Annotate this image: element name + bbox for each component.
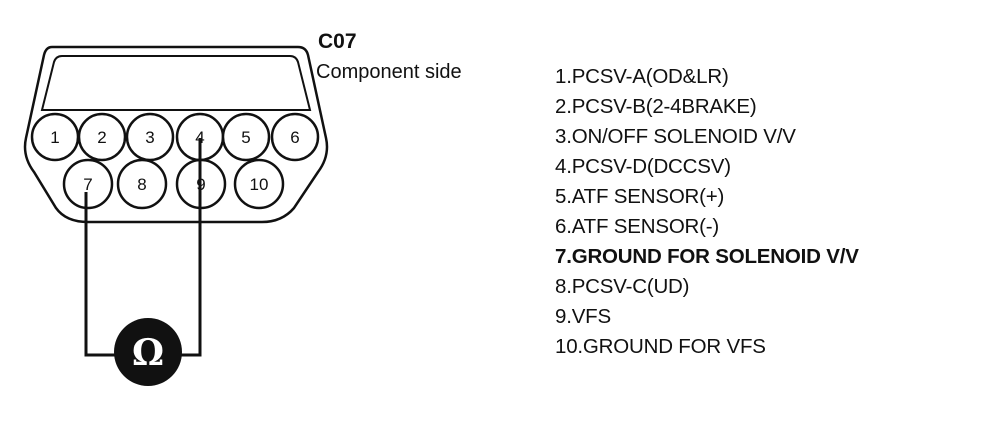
connector-side-label: Component side — [316, 61, 462, 83]
probe-lead-left — [84, 192, 116, 357]
pin-function-list: 1.PCSV-A(OD&LR) 2.PCSV-B(2-4BRAKE) 3.ON/OF… — [555, 62, 859, 362]
pin-function-item: 8.PCSV-C(UD) — [555, 275, 690, 298]
connector-pin-6 — [270, 112, 320, 162]
connector-pin-label: 10 — [250, 175, 269, 194]
pin-function-item: 4.PCSV-D(DCCSV) — [555, 155, 731, 178]
connector-housing-inner — [40, 55, 312, 111]
pin-function-item: 7.GROUND FOR SOLENOID V/V — [555, 245, 859, 268]
connector-pin-5 — [221, 112, 271, 162]
pin-function-item: 5.ATF SENSOR(+) — [555, 185, 725, 208]
connector-pin-2 — [77, 112, 127, 162]
connector-pin-label: 6 — [290, 128, 299, 147]
ohm-icon: Ω — [132, 332, 164, 374]
connector-pin-label: 1 — [50, 128, 59, 147]
pin-function-item: 2.PCSV-B(2-4BRAKE) — [555, 95, 757, 118]
ohmmeter-symbol: Ω — [114, 318, 182, 386]
connector-pin-label: 4 — [195, 128, 204, 147]
connector-pin-label: 7 — [83, 175, 92, 194]
probe-lead-right — [178, 138, 202, 357]
pin-function-item: 6.ATF SENSOR(-) — [555, 215, 720, 238]
connector-id: C07 — [318, 30, 357, 53]
pin-function-item: 3.ON/OFF SOLENOID V/V — [555, 125, 796, 148]
connector-pin-label: 3 — [145, 128, 154, 147]
connector-pin-3 — [125, 112, 175, 162]
connector-pin-8 — [116, 158, 168, 210]
connector-pin-10 — [233, 158, 285, 210]
pin-function-item: 9.VFS — [555, 305, 611, 328]
connector-pin-label: 5 — [241, 128, 250, 147]
connector-pin-label: 8 — [137, 175, 146, 194]
connector-pin-7 — [62, 158, 114, 210]
pin-function-item: 1.PCSV-A(OD&LR) — [555, 65, 729, 88]
connector-pin-label: 2 — [97, 128, 106, 147]
pin-function-item: 10.GROUND FOR VFS — [555, 335, 766, 358]
